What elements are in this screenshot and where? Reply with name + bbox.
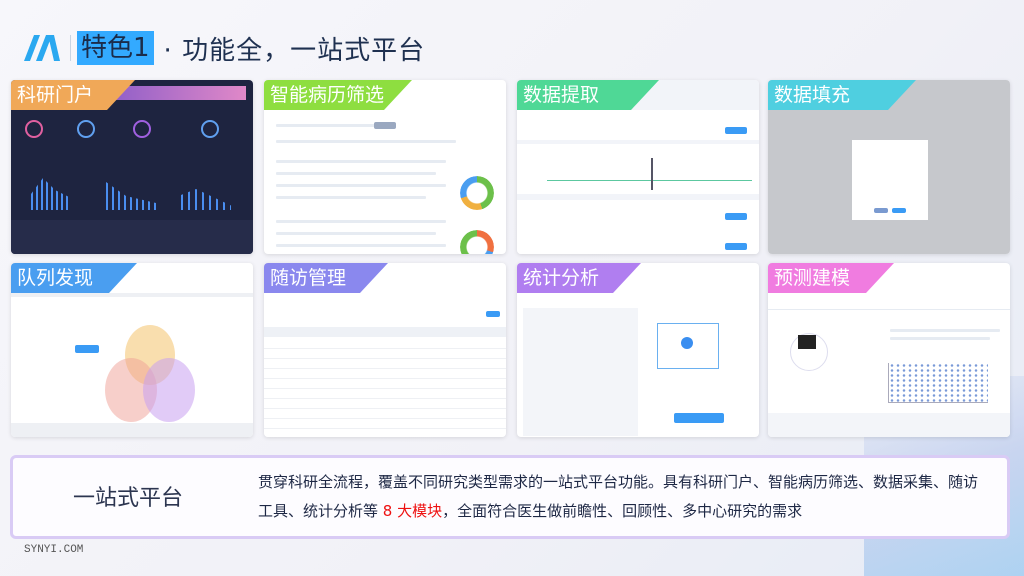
summary-highlight: 8 大模块 xyxy=(378,502,443,520)
predictive-modeling-screenshot xyxy=(768,263,1010,437)
module-label: 数据提取 xyxy=(517,80,659,110)
cohort-discovery-screenshot xyxy=(11,263,253,437)
summary-title: 一站式平台 xyxy=(73,486,184,511)
summary-panel: 一站式平台 贯穿科研全流程，覆盖不同研究类型需求的一站式平台功能。具有科研门户、… xyxy=(10,455,1010,539)
module-card-cohort-discovery[interactable]: 队列发现 xyxy=(11,263,253,437)
statistics-screenshot xyxy=(517,263,759,437)
synyi-logo-icon xyxy=(22,33,62,63)
module-label: 统计分析 xyxy=(517,263,641,293)
footer-website: SYNYI.COM xyxy=(24,544,84,556)
module-card-follow-up[interactable]: 随访管理 xyxy=(264,263,506,437)
module-card-data-filling[interactable]: 数据填充 xyxy=(768,80,1010,254)
header-divider xyxy=(70,35,71,61)
summary-text-before: 贯穿科研全流程，覆盖不同研究类型需求的一站式平台功能。具有科研门户、智能病历筛选… xyxy=(258,473,979,520)
slide-header: 特色1 · 功能全，一站式平台 xyxy=(22,30,425,66)
module-card-data-extraction[interactable]: 数据提取 xyxy=(517,80,759,254)
module-label: 数据填充 xyxy=(768,80,916,110)
summary-text: 贯穿科研全流程，覆盖不同研究类型需求的一站式平台功能。具有科研门户、智能病历筛选… xyxy=(258,468,988,526)
feature-tag: 特色1 xyxy=(77,31,154,65)
page-title: · 功能全，一站式平台 xyxy=(163,35,426,66)
emr-screening-screenshot xyxy=(264,80,506,254)
data-extraction-screenshot xyxy=(517,80,759,254)
module-card-emr-screening[interactable]: 智能病历筛选 xyxy=(264,80,506,254)
module-card-predictive-modeling[interactable]: 预测建模 xyxy=(768,263,1010,437)
summary-text-after: ，全面符合医生做前瞻性、回顾性、多中心研究的需求 xyxy=(442,502,803,520)
module-label: 智能病历筛选 xyxy=(264,80,412,110)
module-card-statistics[interactable]: 统计分析 xyxy=(517,263,759,437)
module-label: 预测建模 xyxy=(768,263,894,293)
follow-up-screenshot xyxy=(264,263,506,437)
module-card-research-portal[interactable]: 科研门户 xyxy=(11,80,253,254)
